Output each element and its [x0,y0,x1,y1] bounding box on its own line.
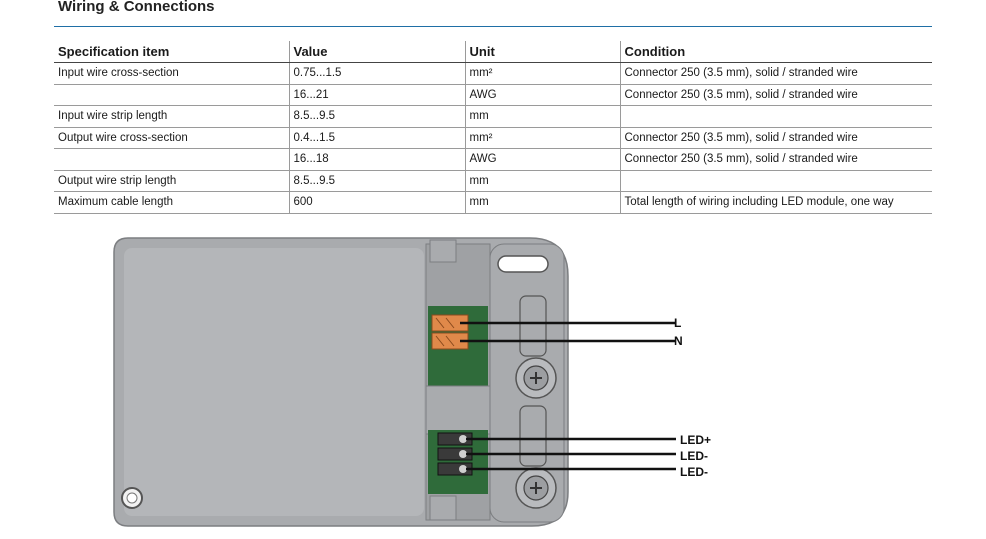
wire-lines [460,321,676,471]
wiring-spec-table: Specification item Value Unit Condition … [54,41,932,214]
cable-channel [519,295,547,357]
wire-label-led-plus: LED+ [680,433,711,447]
cell-unit: mm² [464,62,620,85]
cell-value: 16...21 [288,84,465,106]
screw-icon [515,467,557,509]
cell-value: 0.4...1.5 [288,127,465,149]
driver-wiring-diagram: L N LED+ LED- LED- [113,237,711,527]
cell-condition: Connector 250 (3.5 mm), solid / stranded… [619,62,932,85]
cell-unit: AWG [464,148,620,171]
table-row: Output wire strip length 8.5...9.5 mm [54,170,932,192]
bottom-tab [429,495,457,521]
wire-label-n: N [674,334,683,348]
cell-condition [619,105,932,128]
cell-unit: mm [464,105,620,128]
top-tab [429,239,457,263]
cell-spec-item: Input wire cross-section [54,62,289,85]
cable-channel [519,405,547,467]
screw-icon [515,357,557,399]
cell-value: 0.75...1.5 [288,62,465,85]
cell-unit: mm [464,170,620,192]
table-row: Maximum cable length 600 mm Total length… [54,191,932,214]
table-header-row: Specification item Value Unit Condition [54,41,932,63]
header-unit: Unit [464,41,620,63]
wire-label-l: L [674,316,681,330]
cell-unit: AWG [464,84,620,106]
output-connector [437,432,473,476]
table-row: Input wire cross-section 0.75...1.5 mm² … [54,62,932,85]
cell-spec-item: Output wire cross-section [54,127,289,149]
header-spec-item: Specification item [54,41,289,63]
title-divider [54,26,932,27]
cell-condition: Total length of wiring including LED mod… [619,191,932,214]
cell-spec-item [54,148,289,171]
cell-value: 16...18 [288,148,465,171]
mounting-hole-inner [126,492,138,504]
cell-spec-item: Output wire strip length [54,170,289,192]
cell-condition [619,170,932,192]
section-title: Wiring & Connections [58,0,215,15]
cell-unit: mm [464,191,620,214]
input-clamp-icon [435,317,455,347]
cell-condition: Connector 250 (3.5 mm), solid / stranded… [619,84,932,106]
header-value: Value [288,41,465,63]
mounting-slot-icon [497,255,549,273]
cell-spec-item: Input wire strip length [54,105,289,128]
cell-spec-item: Maximum cable length [54,191,289,214]
cell-condition: Connector 250 (3.5 mm), solid / stranded… [619,148,932,171]
cell-spec-item [54,84,289,106]
cell-value: 600 [288,191,465,214]
table-row: Output wire cross-section 0.4...1.5 mm² … [54,127,932,149]
cell-unit: mm² [464,127,620,149]
header-condition: Condition [619,41,932,63]
table-row: 16...18 AWG Connector 250 (3.5 mm), soli… [54,148,932,171]
wire-label-led-minus: LED- [680,449,708,463]
housing-top-panel [124,248,424,516]
table-row: 16...21 AWG Connector 250 (3.5 mm), soli… [54,84,932,106]
wire-label-led-minus: LED- [680,465,708,479]
housing-middle-block [425,385,491,435]
cell-value: 8.5...9.5 [288,170,465,192]
cell-value: 8.5...9.5 [288,105,465,128]
table-row: Input wire strip length 8.5...9.5 mm [54,105,932,128]
cell-condition: Connector 250 (3.5 mm), solid / stranded… [619,127,932,149]
